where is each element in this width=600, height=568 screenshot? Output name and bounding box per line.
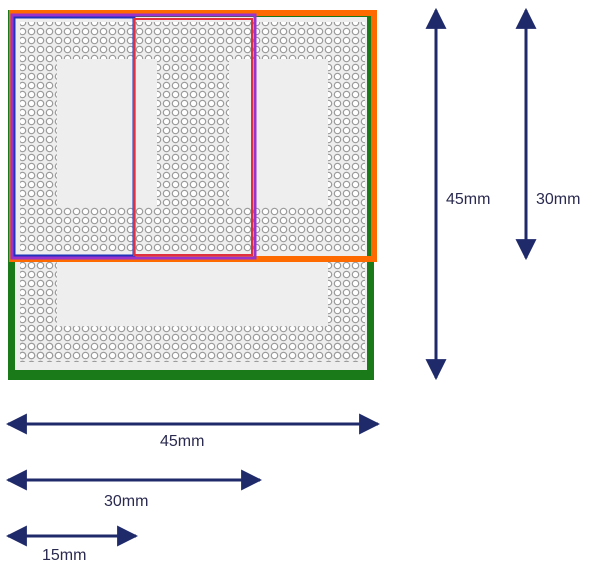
ball-grid-bottom-row — [20, 326, 365, 362]
outline-red — [133, 18, 253, 256]
width-15mm-label: 15mm — [42, 547, 86, 564]
empty-window-lower — [60, 262, 325, 324]
empty-window-right — [257, 60, 325, 206]
ball-grid-middle-row — [20, 207, 365, 252]
ball-grid-left-column — [20, 59, 57, 207]
ball-grid-center-column — [157, 59, 229, 207]
height-30mm-label: 30mm — [536, 191, 580, 208]
ball-grid-right-column — [328, 59, 365, 207]
width-30mm-label: 30mm — [104, 493, 148, 510]
width-45mm-label: 45mm — [160, 433, 204, 450]
height-45mm-label: 45mm — [446, 191, 490, 208]
outline-purple — [10, 13, 257, 260]
ball-grid-top-row — [20, 22, 365, 59]
empty-window-left — [60, 60, 130, 206]
empty-window-center-left — [136, 60, 154, 206]
